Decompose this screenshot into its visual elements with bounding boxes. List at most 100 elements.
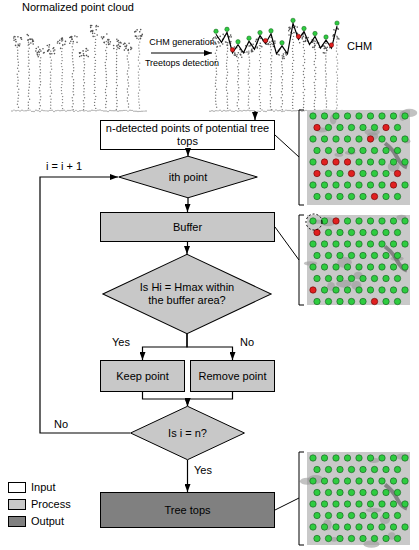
stem-point bbox=[237, 90, 238, 91]
treetop-marker bbox=[325, 229, 331, 235]
crown-point bbox=[95, 29, 97, 31]
crown-point bbox=[236, 56, 238, 58]
stem-point bbox=[84, 73, 85, 74]
crown-point bbox=[296, 26, 298, 28]
treetop-marker bbox=[310, 136, 316, 142]
treetop-marker bbox=[360, 466, 366, 472]
crown-point bbox=[87, 50, 89, 52]
bracket bbox=[299, 110, 304, 205]
crown-point bbox=[38, 46, 40, 48]
canopy-image bbox=[307, 215, 410, 305]
stem-point bbox=[292, 48, 293, 49]
treetop-marker bbox=[383, 252, 389, 258]
crown-point bbox=[256, 46, 258, 48]
legend-row: Input bbox=[8, 481, 55, 493]
treetop-marker bbox=[360, 535, 366, 541]
stem-point bbox=[116, 76, 117, 77]
crown-point bbox=[64, 44, 66, 46]
crown-point bbox=[30, 42, 32, 44]
treetop-marker bbox=[337, 275, 343, 281]
stem-point bbox=[282, 79, 283, 80]
crown-point bbox=[282, 55, 284, 57]
stem-point bbox=[325, 67, 326, 68]
stem-point bbox=[336, 50, 337, 51]
ground-point bbox=[99, 109, 100, 110]
stem-point bbox=[270, 64, 271, 65]
crown-point bbox=[85, 51, 87, 53]
stem-point bbox=[270, 88, 271, 89]
stem-point bbox=[28, 102, 29, 103]
legend-text: Output bbox=[31, 515, 64, 527]
stem-point bbox=[259, 54, 260, 55]
stem-point bbox=[259, 60, 260, 61]
stem-point bbox=[314, 106, 315, 107]
stem-point bbox=[28, 105, 29, 106]
ground-point bbox=[61, 110, 62, 111]
crown-point bbox=[82, 50, 84, 52]
crown-point bbox=[288, 34, 290, 36]
crown-point bbox=[128, 43, 130, 45]
crown-point bbox=[51, 53, 53, 55]
canopy-image bbox=[307, 452, 410, 545]
node-text-group: n-detected points of potential tree tops bbox=[103, 122, 273, 148]
crown-point bbox=[47, 50, 49, 52]
stem-point bbox=[139, 107, 140, 108]
treetop-marker bbox=[337, 193, 343, 199]
treetop-marker bbox=[321, 113, 327, 119]
stem-point bbox=[17, 53, 18, 54]
treetop-marker bbox=[314, 466, 320, 472]
stem-point bbox=[116, 67, 117, 68]
node-text: Is i = n? bbox=[168, 427, 207, 440]
crown-point bbox=[54, 53, 56, 55]
stem-point bbox=[39, 66, 40, 67]
stem-point bbox=[138, 38, 139, 39]
ground-point bbox=[55, 110, 56, 111]
ground-point bbox=[139, 111, 140, 112]
stem-point bbox=[106, 80, 107, 81]
treetop-marker bbox=[321, 241, 327, 247]
treetop-marker bbox=[360, 124, 366, 130]
crown-point bbox=[65, 41, 67, 43]
ground-point bbox=[81, 110, 82, 111]
treetop-marker bbox=[371, 466, 377, 472]
crown-point bbox=[135, 31, 137, 33]
treetop-marker bbox=[337, 489, 343, 495]
treetop-marker bbox=[383, 535, 389, 541]
treetop-marker bbox=[390, 218, 396, 224]
stem-point bbox=[248, 68, 249, 69]
stem-point bbox=[260, 108, 261, 109]
crown-point bbox=[20, 37, 22, 39]
treetop-marker bbox=[348, 229, 354, 235]
treetop-marker bbox=[402, 264, 408, 270]
stem-point bbox=[292, 45, 293, 46]
treetop-marker bbox=[348, 193, 354, 199]
stem-point bbox=[226, 78, 227, 79]
crown-point bbox=[230, 41, 232, 43]
stem-point bbox=[51, 68, 52, 69]
ground-point bbox=[221, 111, 222, 112]
crown-point bbox=[71, 36, 73, 38]
crown-point bbox=[326, 46, 328, 48]
stem-point bbox=[249, 59, 250, 60]
treetop-marker bbox=[390, 455, 396, 461]
treetop-marker bbox=[302, 26, 306, 30]
crown-point bbox=[219, 45, 221, 47]
crown-point bbox=[118, 48, 120, 50]
stem-point bbox=[303, 65, 304, 66]
treetop-marker bbox=[335, 21, 339, 25]
stem-point bbox=[105, 77, 106, 78]
treetop-marker bbox=[344, 113, 350, 119]
ground-point bbox=[127, 110, 128, 111]
stem-point bbox=[293, 42, 294, 43]
stem-point bbox=[117, 85, 118, 86]
stem-point bbox=[237, 75, 238, 76]
treetop-marker bbox=[333, 136, 339, 142]
diamond-shape bbox=[103, 254, 271, 333]
crown-point bbox=[33, 40, 35, 42]
false-top-marker bbox=[383, 124, 389, 130]
ground-point bbox=[33, 111, 34, 112]
stem-point bbox=[116, 94, 117, 95]
stem-point bbox=[62, 102, 63, 103]
stem-point bbox=[18, 89, 19, 90]
stem-point bbox=[238, 57, 239, 58]
